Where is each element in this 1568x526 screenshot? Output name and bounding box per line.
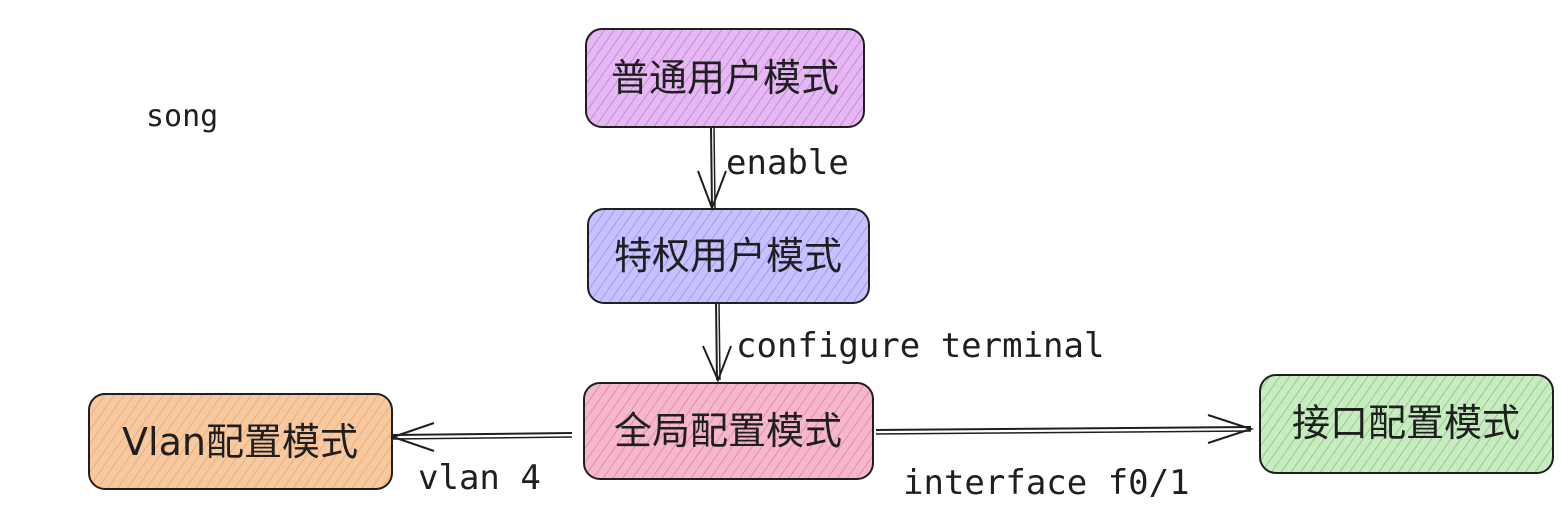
edge-vlan-line-double [392,436,573,440]
node-user-mode-label: 普通用户模式 [611,56,839,100]
edge-vlan-label: vlan 4 [418,458,541,498]
edge-enable-label: enable [726,143,849,183]
edge-vlan-arrowhead [389,422,435,452]
edge-configure-terminal-line-double [718,302,721,381]
edge-interface-label: interface f0/1 [903,463,1190,503]
node-privileged-mode-label: 特权用户模式 [614,234,842,278]
node-global-config-mode-label: 全局配置模式 [614,409,842,453]
note-label: song [146,99,218,134]
edge-configure-terminal-label: configure terminal [736,326,1104,366]
node-user-mode-shape [585,28,865,128]
node-vlan-config-mode-label: Vlan配置模式 [122,420,358,464]
edge-vlan: vlan 4 [389,422,573,498]
node-privileged-mode-shape [587,208,870,304]
node-vlan-config-mode: Vlan配置模式 [88,393,393,490]
node-privileged-mode: 特权用户模式 [587,208,870,304]
edge-interface-line [875,426,1252,431]
edge-configure-terminal-line [715,302,718,381]
edge-configure-terminal: configure terminal [702,302,1104,383]
edge-interface-arrowhead [1207,414,1255,444]
edge-enable-line-double [713,126,716,209]
edge-enable-line [710,126,713,209]
edge-enable-arrowhead [697,170,727,211]
node-interface-config-mode-label: 接口配置模式 [1292,401,1520,445]
edge-interface: interface f0/1 [875,414,1255,503]
edge-enable: enable [697,126,849,211]
node-global-config-mode: 全局配置模式 [583,382,874,480]
node-user-mode: 普通用户模式 [585,28,865,128]
node-interface-config-mode: 接口配置模式 [1259,374,1554,474]
node-global-config-mode-shape [583,382,874,480]
edge-vlan-line [392,432,573,436]
edge-interface-line-double [875,430,1252,435]
node-interface-config-mode-shape [1259,374,1554,474]
edge-configure-terminal-arrowhead [702,345,732,383]
node-vlan-config-mode-shape [88,393,393,490]
